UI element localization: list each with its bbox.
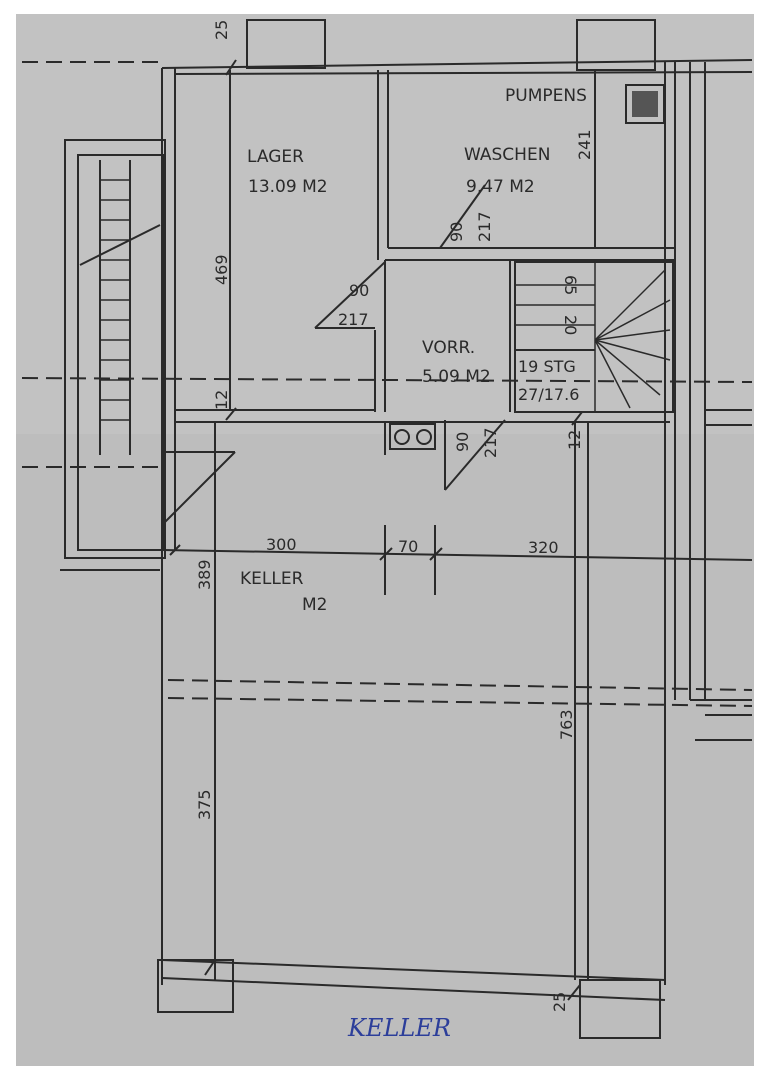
- dim-keller-width-mid: 70: [398, 537, 418, 556]
- room-pumpens-name: PUMPENS: [505, 86, 587, 106]
- dim-door-width-1: 90: [349, 281, 369, 300]
- room-keller-area: M2: [302, 595, 327, 615]
- room-keller-name: KELLER: [240, 569, 304, 589]
- stair-label-65: 65: [561, 275, 580, 295]
- dim-keller-left-height: 389: [195, 559, 214, 590]
- dim-keller-width-right: 320: [528, 538, 559, 557]
- dim-door-height-1: 217: [338, 310, 369, 329]
- dim-lager-wall: 12: [212, 390, 231, 410]
- handwritten-keller-note: KELLER: [347, 1014, 451, 1042]
- room-waschen-area: 9.47 M2: [466, 177, 535, 197]
- dim-stair-wall: 12: [565, 430, 584, 450]
- room-waschen-name: WASCHEN: [464, 145, 550, 165]
- dim-keller-lower-height: 375: [195, 789, 214, 820]
- dimension-ticks: [169, 59, 583, 1001]
- stair-steps-label: 19 STG: [518, 357, 576, 376]
- dim-door-height-2: 217: [475, 211, 494, 242]
- dim-keller-height-total: 763: [557, 709, 576, 740]
- dim-bottom-wall: 25: [550, 992, 569, 1012]
- room-lager-area: 13.09 M2: [248, 177, 328, 197]
- dim-door-width-2: 90: [447, 222, 466, 242]
- dashed-lines: [21, 61, 753, 707]
- wall-lines: [60, 19, 753, 1039]
- stair-label-20: 20: [561, 315, 580, 335]
- pump-shaft-fill: [632, 91, 658, 117]
- dim-door-width-3: 90: [453, 432, 472, 452]
- dim-keller-width-left: 300: [266, 535, 297, 554]
- dim-lager-height: 469: [212, 254, 231, 285]
- dim-door-height-3: 217: [481, 427, 500, 458]
- dim-top-wall: 25: [212, 20, 231, 40]
- stair-treads: [100, 179, 671, 421]
- room-vorr-name: VORR.: [422, 338, 475, 358]
- dim-waschen-height: 241: [575, 129, 594, 160]
- stair-ratio-label: 27/17.6: [518, 385, 579, 404]
- room-lager-name: LAGER: [247, 147, 304, 167]
- room-vorr-area: 5.09 M2: [422, 367, 491, 387]
- pump-shaft-symbol: [625, 84, 665, 124]
